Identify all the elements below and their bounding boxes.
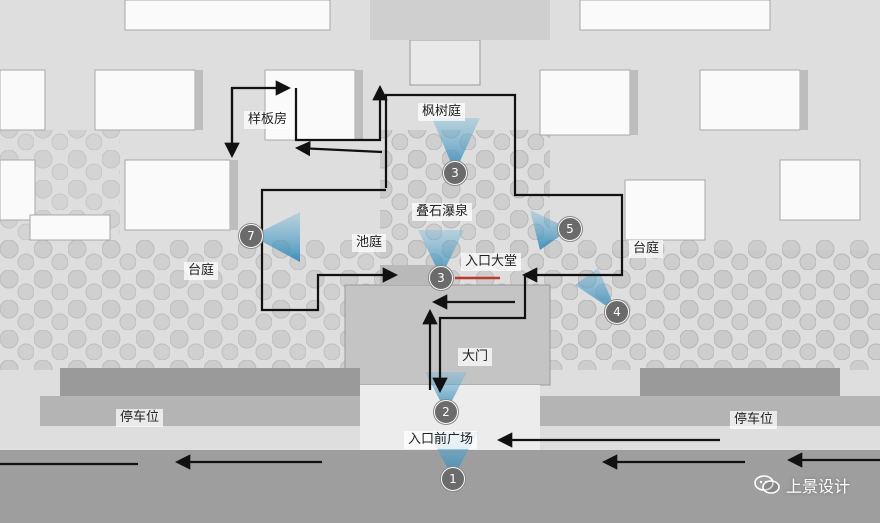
route-lobby-down [432,275,527,394]
label-stacked-waterfall: 叠石瀑泉 [412,203,473,221]
central-court-top [370,0,550,40]
watermark: 上景设计 [754,473,850,497]
label-terrace-left: 台庭 [184,262,219,280]
view-cone-4 [575,268,617,313]
label-terrace-right: 台庭 [629,240,664,258]
parking-lane-right [540,396,880,426]
wechat-icon [754,475,780,494]
viewpoint-marker-5: 5 [558,217,582,241]
parking-strip-right [640,368,840,396]
parking-strip-left [60,368,360,396]
route-sample-house-a [294,84,388,142]
label-entrance-plaza: 入口前广场 [404,431,478,449]
view-cone-3-lower [418,230,464,277]
parking-lane-left [40,396,360,426]
viewpoint-marker-1: 1 [441,467,465,491]
viewpoint-marker-2: 2 [434,400,458,424]
label-entrance-lobby: 入口大堂 [461,253,522,271]
label-parking-left: 停车位 [116,409,164,427]
view-cone-3-upper [432,118,480,172]
entrance-lobby-roof [344,284,551,386]
label-sample-house: 样板房 [244,111,292,129]
residential-buildings [0,0,861,241]
route-maple-court [384,93,624,283]
building-shadows [195,70,808,230]
tour-routes [0,80,880,470]
view-cone-7 [252,212,300,262]
label-main-gate: 大门 [458,348,493,366]
route-sample-house-b [294,140,383,157]
watermark-text: 上景设计 [785,477,850,496]
route-pond-court [260,188,399,312]
view-cone-5 [530,210,570,250]
viewpoint-marker-3-lower: 3 [429,266,453,290]
label-maple-court: 枫树庭 [418,103,466,121]
label-pond-court: 池庭 [352,234,387,252]
viewpoint-marker-3-upper: 3 [443,161,467,185]
viewpoint-marker-4: 4 [605,300,629,324]
road [0,450,880,523]
viewpoint-marker-7: 7 [239,224,263,248]
central-pavilion [409,39,481,86]
label-parking-right: 停车位 [730,411,778,429]
